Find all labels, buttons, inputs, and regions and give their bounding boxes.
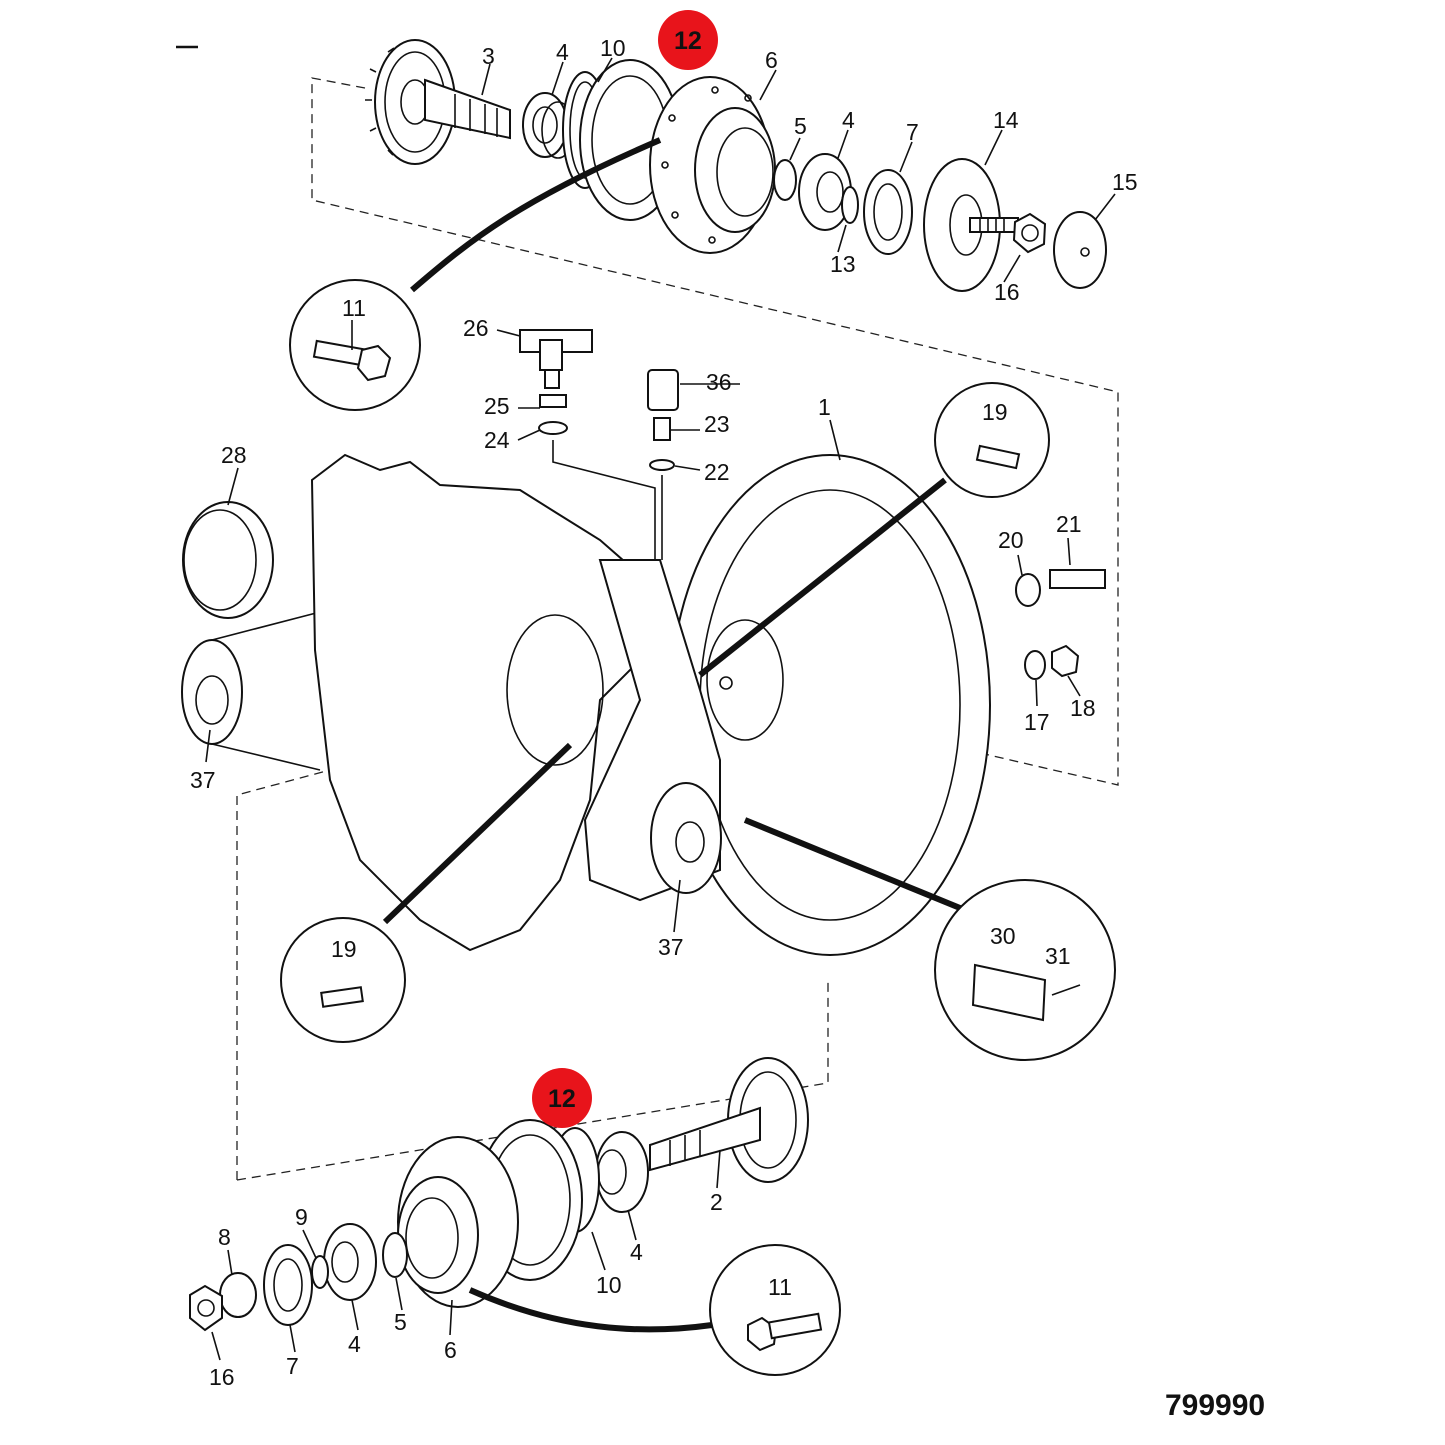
cover-plug	[182, 501, 274, 619]
top-shaft-assembly	[365, 39, 1107, 292]
callout-12: 12	[674, 27, 702, 55]
callout-22: 22	[704, 459, 730, 485]
drive-flange-top	[923, 158, 1019, 292]
callout-7: 7	[286, 1353, 299, 1379]
highlight-marker-top	[658, 10, 718, 70]
leader-19-bottom	[382, 742, 573, 925]
callout-24: 24	[484, 427, 510, 453]
top-assembly-boundary	[311, 77, 1119, 786]
highlight-marker-bottom	[532, 1068, 592, 1128]
callout-15: 15	[1112, 169, 1138, 195]
plug-washer-17-18	[1024, 644, 1080, 680]
callout-10: 10	[596, 1272, 622, 1298]
nameplate-detail-circle	[934, 879, 1116, 1061]
bearing-top-inner	[522, 92, 575, 159]
callout-13: 13	[830, 251, 856, 277]
callout-25: 25	[484, 393, 510, 419]
callout-19: 19	[331, 936, 357, 962]
breather-fitting-assembly	[647, 369, 679, 560]
bolt-detail-circle-top	[289, 137, 662, 411]
snap-ring-top	[841, 186, 859, 224]
callout-4: 4	[630, 1239, 643, 1265]
bearing-top-outer	[798, 153, 852, 231]
callout-36: 36	[706, 369, 732, 395]
callout-labels: 3 4 10 12 6 5 4 7 14 15 13 16 11 26 36 2…	[190, 27, 1138, 1390]
leader-30	[743, 817, 962, 911]
callout-19: 19	[982, 399, 1008, 425]
callout-23: 23	[704, 411, 730, 437]
stud-detail-circle-bottom	[280, 917, 406, 1043]
leader-19-top	[698, 477, 947, 678]
callout-2: 2	[710, 1189, 723, 1215]
callout-30: 30	[990, 923, 1016, 949]
tee-fitting-assembly	[519, 329, 656, 560]
callout-28: 28	[221, 442, 247, 468]
callout-11: 11	[342, 295, 366, 321]
callout-18: 18	[1070, 695, 1096, 721]
spacer-ring-top	[773, 159, 797, 201]
bottom-assembly-boundary	[236, 769, 331, 1180]
callout-9: 9	[295, 1204, 308, 1230]
callout-16: 16	[994, 279, 1020, 305]
bottom-shaft-assembly	[189, 1057, 809, 1332]
callout-1: 1	[818, 394, 831, 420]
flange-nut-top	[1012, 212, 1047, 254]
callout-26: 26	[463, 315, 489, 341]
callout-17: 17	[1024, 709, 1050, 735]
axle-housing	[181, 453, 991, 956]
callout-leaders	[205, 57, 1116, 1361]
callout-6: 6	[765, 47, 778, 73]
callout-5: 5	[794, 113, 807, 139]
stud-detail-circle-top	[934, 382, 1050, 498]
callout-14: 14	[993, 107, 1019, 133]
pinion-gear-top	[365, 39, 511, 165]
callout-4: 4	[842, 107, 855, 133]
callout-12: 12	[548, 1085, 576, 1113]
figure-reference-number: 799990	[1165, 1389, 1265, 1422]
callout-7: 7	[906, 119, 919, 145]
callout-11: 11	[768, 1274, 792, 1300]
bolt-detail-circle-bottom	[468, 1244, 841, 1376]
callout-21: 21	[1056, 511, 1082, 537]
callout-10: 10	[600, 35, 626, 61]
callout-3: 3	[482, 43, 495, 69]
callout-8: 8	[218, 1224, 231, 1250]
callout-20: 20	[998, 527, 1024, 553]
callout-5: 5	[394, 1309, 407, 1335]
oil-seal-top	[863, 169, 913, 255]
callout-4: 4	[348, 1331, 361, 1357]
plug-washer-20-21	[1015, 569, 1106, 607]
callout-4: 4	[556, 39, 569, 65]
callout-6: 6	[444, 1337, 457, 1363]
bearing-housing-top	[649, 76, 776, 254]
callout-37: 37	[190, 767, 216, 793]
callout-31: 31	[1045, 943, 1071, 969]
callout-37: 37	[658, 934, 684, 960]
callout-16: 16	[209, 1364, 235, 1390]
dust-cap-top	[1053, 211, 1107, 289]
